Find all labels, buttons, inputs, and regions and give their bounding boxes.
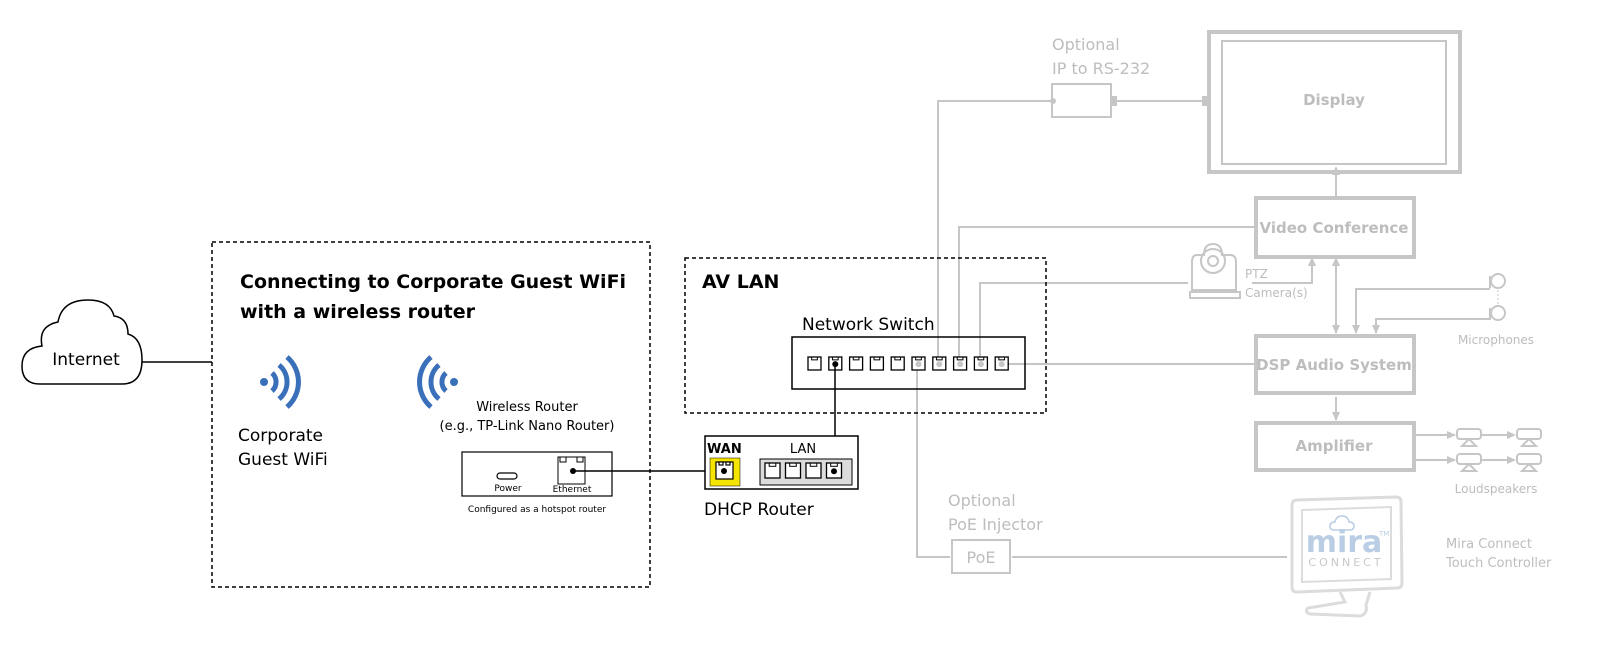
wireless-router-label-line1: Wireless Router [476,400,578,415]
wire-switch-to-camera [979,282,1188,364]
corporate-wifi-label-line1: Corporate [238,426,323,446]
mira-logo: mira [1306,525,1383,560]
mira-logo-sub: CONNECT [1308,556,1383,569]
power-port-icon [496,472,518,480]
switch-port [994,356,1009,371]
switch-port [807,356,822,371]
display-inner-screen [1221,40,1447,165]
corporate-wifi-label-line2: Guest WiFi [238,450,328,470]
network-switch-label: Network Switch [802,315,935,335]
microphone-icon [1489,273,1506,321]
switch-port [952,356,968,371]
amplifier-label: Amplifier [1296,437,1374,455]
arrow-spk-4 [1507,456,1516,464]
network-switch-device [791,336,1026,390]
lan-port [825,462,843,479]
wire-switch-to-poe [916,364,950,558]
arrow-up-vc [1332,257,1340,266]
av-system-labels: Optional IP to RS-232 Display Video Conf… [948,35,1552,571]
lan-ports [764,462,843,479]
lan-label: LAN [790,442,816,457]
dsp-label: DSP Audio System [1256,356,1412,374]
display-label: Display [1303,91,1365,109]
arrow-up-vc-cam [1308,257,1316,266]
dsp-box [1254,334,1416,395]
mira-connect-device-icon [1290,495,1404,618]
cloud-icon [21,299,143,385]
display-connector [1202,96,1208,106]
av-system-group [916,30,1542,618]
arrow-down-dsp-mic1 [1352,325,1360,334]
ptz-label-line2: Camera(s) [1245,286,1308,300]
rs232-label-line2: IP to RS-232 [1052,59,1150,78]
microphones-label: Microphones [1458,333,1534,347]
rs232-label-line1: Optional [1052,35,1120,54]
ptz-label-line1: PTZ [1245,267,1268,281]
av-lan-title: AV LAN [702,271,779,293]
wire-switch-to-rs232 [937,100,1054,364]
poe-label-line1: Optional [948,491,1016,510]
arrow-spk-1 [1447,431,1456,439]
wan-port-dot [721,468,727,474]
internet-label: Internet [52,350,120,370]
lan-port [784,462,802,479]
guest-wifi-title-line1: Connecting to Corporate Guest WiFi [240,271,626,293]
loudspeakers-label: Loudspeakers [1455,482,1538,496]
wireless-router-label-line2: (e.g., TP-Link Nano Router) [440,419,615,434]
arrow-down-amp [1332,412,1340,421]
display-outer-box [1207,30,1462,174]
wire-camera-to-vc [1252,258,1313,284]
mira-connect-label-line2: Touch Controller [1445,556,1552,571]
ptz-camera-icon [1189,242,1241,299]
video-conference-box [1254,196,1416,259]
arrow-spk-3 [1507,431,1516,439]
hotspot-caption: Configured as a hotspot router [468,505,606,515]
wire-switch-to-vc [958,226,1256,364]
arrow-down-dsp-mic2 [1372,325,1380,334]
rs232-connector [1112,96,1117,106]
wan-label: WAN [707,442,742,457]
wire-mic2-to-dsp [1375,318,1490,333]
wireless-router-device [461,451,613,497]
arrow-down-dsp [1332,325,1340,334]
ethernet-port-label: Ethernet [553,485,592,495]
lan-port [764,462,781,479]
arrow-spk-2 [1447,456,1456,464]
mira-cloud-icon [1329,515,1355,531]
poe-label-line2: PoE Injector [948,515,1043,534]
poe-injector-box [951,539,1011,574]
power-port-label: Power [494,484,522,494]
rs232-input-dot [1050,98,1056,104]
switch-port [911,356,926,371]
guest-wifi-title-line2: with a wireless router [240,301,476,323]
av-lan-border [684,257,1047,414]
wire-mic1-to-dsp [1355,288,1490,333]
mira-trademark: TM [1378,530,1389,538]
switch-port [973,356,989,371]
switch-ports [807,356,1009,371]
amplifier-box [1254,421,1416,472]
mira-connect-label-line1: Mira Connect [1446,537,1532,552]
loudspeaker-icon [1456,428,1542,472]
switch-port [848,356,864,371]
switch-port [890,356,905,371]
switch-port [932,356,947,371]
switch-port [869,356,885,371]
dhcp-router-label: DHCP Router [704,500,814,520]
guest-wifi-section-border [211,241,651,588]
corporate-wifi-signal-icon [260,355,301,409]
video-conference-label: Video Conference [1260,219,1409,237]
lan-port [805,462,822,479]
poe-box-label: PoE [967,548,996,567]
router-wifi-signal-icon [417,355,458,409]
ip-to-rs232-box [1051,83,1112,118]
